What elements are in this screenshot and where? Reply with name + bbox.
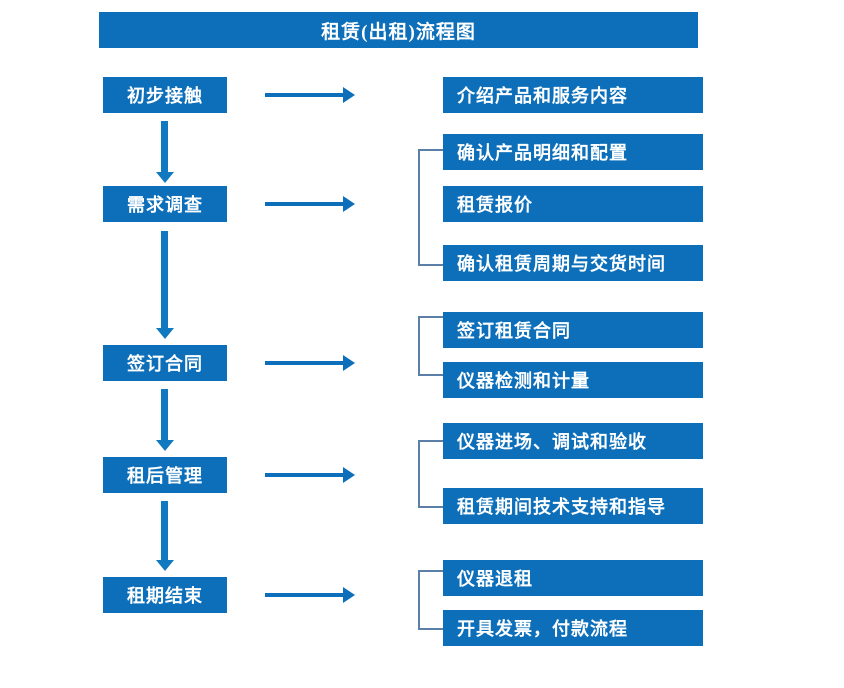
stage-box-租后管理[interactable]: 租后管理	[103, 457, 227, 493]
bracket-签订合同-details	[418, 316, 443, 376]
detail-box-仪器退租[interactable]: 仪器退租	[443, 560, 703, 596]
detail-box-租赁期间技术支持和指导[interactable]: 租赁期间技术支持和指导	[443, 488, 703, 524]
vertical-arrow-租后管理-to-租期结束	[156, 501, 174, 571]
stage-box-租期结束[interactable]: 租期结束	[103, 577, 227, 613]
detail-box-租赁报价[interactable]: 租赁报价	[443, 186, 703, 222]
horizontal-arrow-初步接触	[265, 87, 355, 103]
horizontal-arrow-签订合同	[265, 355, 355, 371]
detail-box-介绍产品和服务内容[interactable]: 介绍产品和服务内容	[443, 77, 703, 113]
bracket-租期结束-details	[418, 570, 443, 630]
diagram-title: 租赁(出租)流程图	[99, 12, 698, 48]
horizontal-arrow-租后管理	[265, 467, 355, 483]
horizontal-arrow-租期结束	[265, 587, 355, 603]
horizontal-arrow-需求调查	[265, 196, 355, 212]
detail-box-签订租赁合同[interactable]: 签订租赁合同	[443, 312, 703, 348]
vertical-arrow-签订合同-to-租后管理	[156, 389, 174, 451]
vertical-arrow-初步接触-to-需求调查	[156, 121, 174, 183]
detail-box-开具发票付款流程[interactable]: 开具发票，付款流程	[443, 610, 703, 646]
stage-box-签订合同[interactable]: 签订合同	[103, 345, 227, 381]
detail-box-仪器检测和计量[interactable]: 仪器检测和计量	[443, 362, 703, 398]
detail-box-仪器进场调试和验收[interactable]: 仪器进场、调试和验收	[443, 423, 703, 459]
bracket-需求调查-details	[418, 149, 443, 266]
bracket-租后管理-details	[418, 440, 443, 508]
detail-box-确认租赁周期与交货时间[interactable]: 确认租赁周期与交货时间	[443, 245, 703, 281]
detail-box-确认产品明细和配置[interactable]: 确认产品明细和配置	[443, 134, 703, 170]
vertical-arrow-需求调查-to-签订合同	[156, 231, 174, 339]
stage-box-需求调查[interactable]: 需求调查	[103, 186, 227, 222]
stage-box-初步接触[interactable]: 初步接触	[103, 77, 227, 113]
